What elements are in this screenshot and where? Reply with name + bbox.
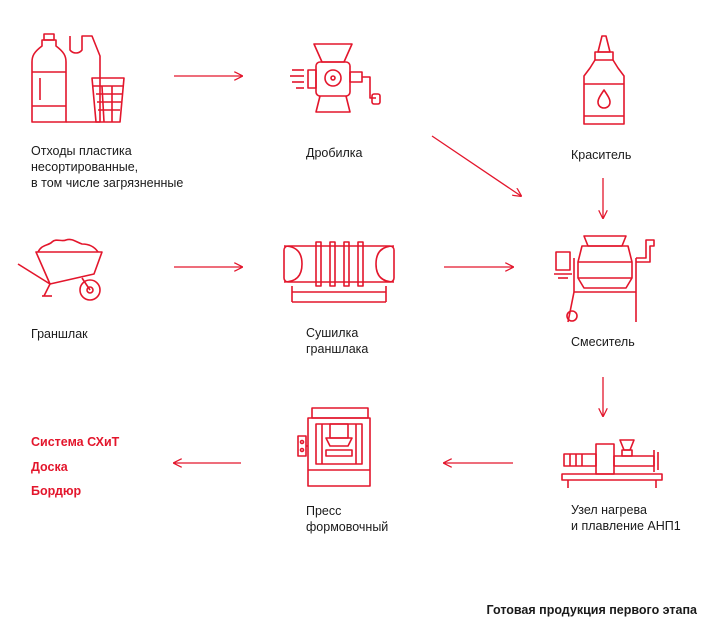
extruder-icon: [561, 439, 663, 488]
dye-bottle-icon: [583, 35, 625, 125]
product-shkhit: Система СХиТ: [31, 435, 120, 449]
plastic-waste-icon: [31, 33, 125, 123]
label-press: Пресс формовочный: [306, 504, 389, 534]
label-slag: Граншлак: [31, 327, 88, 341]
arrow-crusher-to-mixer: [431, 135, 521, 196]
label-mixer: Смеситель: [571, 335, 635, 349]
press-icon: [297, 407, 371, 487]
product-board: Доска: [31, 460, 68, 474]
mixer-icon: [554, 235, 655, 323]
wheelbarrow-icon: [17, 238, 103, 301]
dryer-icon: [283, 241, 395, 303]
label-dye: Краситель: [571, 148, 632, 162]
footer-caption: Готовая продукция первого этапа: [486, 603, 697, 617]
crusher-icon: [290, 43, 381, 113]
label-heater: Узел нагрева и плавление АНП1: [571, 503, 681, 533]
label-dryer: Сушилка граншлака: [306, 326, 369, 356]
label-crusher: Дробилка: [306, 146, 363, 160]
label-waste: Отходы пластика несортированные, в том ч…: [31, 144, 184, 190]
product-curb: Бордюр: [31, 484, 82, 498]
